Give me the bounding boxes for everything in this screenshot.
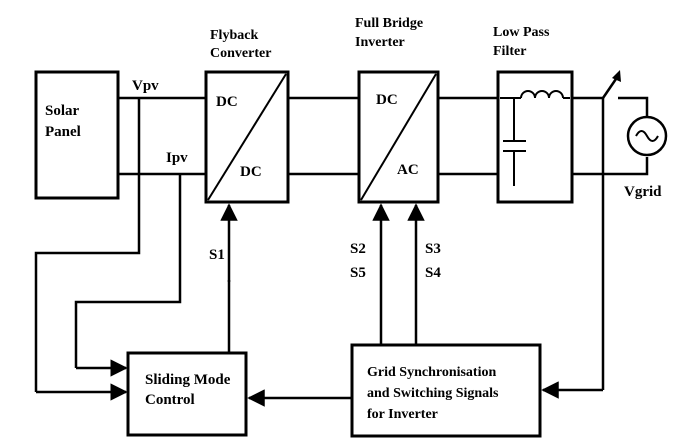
grid-ac-source-icon [626, 115, 668, 157]
flyback-diagonal [207, 73, 287, 201]
sliding-label-line1: Sliding Mode [145, 372, 231, 388]
inverter-ac-label: AC [397, 162, 419, 178]
s5-label: S5 [350, 265, 366, 281]
control-wires [34, 98, 605, 407]
grid-switch [601, 70, 649, 116]
vpv-sense-wire [34, 98, 141, 392]
switch-blade [601, 75, 620, 99]
vgrid-label: Vgrid [624, 184, 662, 200]
power-wires [118, 96, 649, 176]
s1-label: S1 [209, 247, 225, 263]
ipv-label: Ipv [166, 150, 188, 166]
signal-labels: Vpv Ipv S1 S2 S5 S3 S4 Vgrid [132, 78, 662, 281]
full-bridge-inverter-block: Full Bridge Inverter DC AC [355, 16, 440, 204]
flyback-dc-out-label: DC [240, 164, 262, 180]
s4-label: S4 [425, 265, 441, 281]
inverter-title-line2: Inverter [355, 35, 405, 50]
ipv-sense-wire [74, 174, 182, 368]
low-pass-filter-block: Low Pass Filter [493, 25, 574, 204]
filter-title-line2: Filter [493, 44, 526, 59]
grid-sync-label-line2: and Switching Signals [367, 386, 499, 401]
solar-panel-label-line1: Solar [45, 103, 80, 119]
vpv-label: Vpv [132, 78, 159, 94]
grid-sync-label-line3: for Inverter [367, 407, 438, 422]
filter-capacitor [503, 98, 526, 186]
flyback-dc-in-label: DC [216, 94, 238, 110]
flyback-title-line2: Converter [210, 46, 271, 61]
sliding-label-line2: Control [145, 392, 195, 408]
inverter-diagonal [360, 73, 437, 201]
flyback-converter-block: Flyback Converter DC DC [204, 28, 290, 204]
grid-sync-block: Grid Synchronisation and Switching Signa… [350, 343, 542, 438]
solar-panel-label-line2: Panel [45, 124, 81, 140]
s2-label: S2 [350, 241, 366, 257]
sliding-mode-control-block: Sliding Mode Control [126, 351, 248, 437]
inverter-title-line1: Full Bridge [355, 16, 423, 31]
filter-inductor [500, 90, 570, 99]
filter-title-line1: Low Pass [493, 25, 550, 40]
inverter-dc-label: DC [376, 92, 398, 108]
grid-sync-label-line1: Grid Synchronisation [367, 365, 496, 380]
solar-panel-block: Solar Panel [34, 70, 120, 200]
flyback-title-line1: Flyback [210, 28, 258, 43]
s3-label: S3 [425, 241, 441, 257]
